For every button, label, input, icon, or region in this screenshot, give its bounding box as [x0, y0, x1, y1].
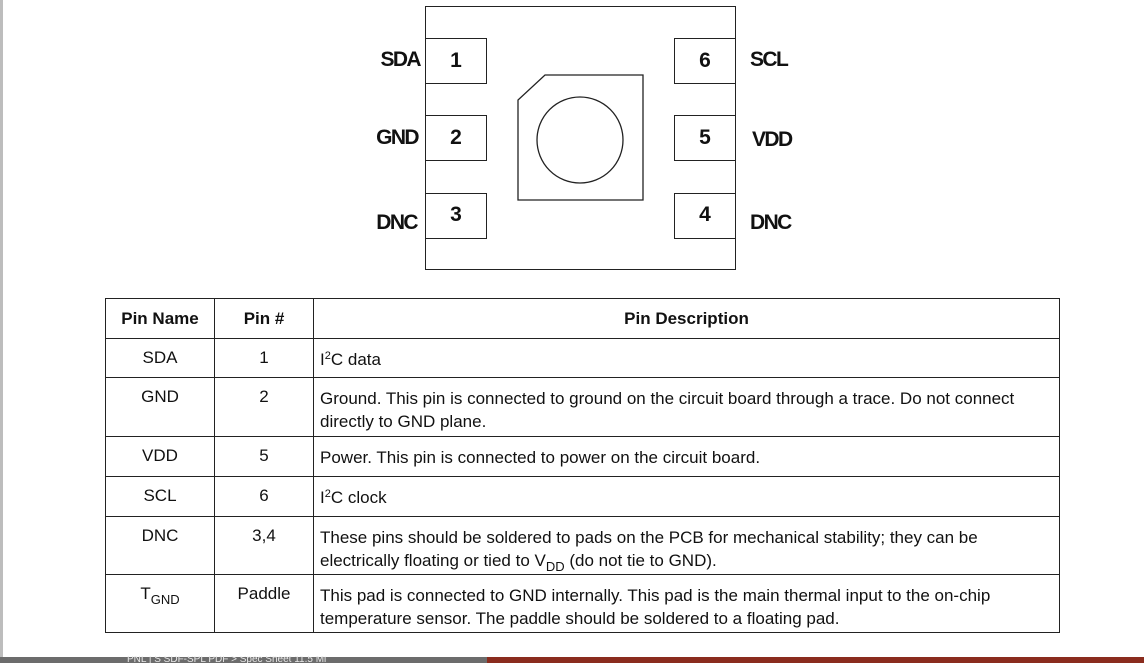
header-pin-number: Pin # — [214, 298, 314, 339]
pin-number-cell: 3,4 — [214, 516, 314, 575]
pin-number-cell: 1 — [214, 338, 314, 378]
pin-label-dnc-right: DNC — [750, 211, 792, 234]
thermal-paddle-sensor-icon — [517, 74, 644, 201]
table-row: SDA 1 I2C data — [105, 338, 1060, 378]
pin-description-cell: Power. This pin is connected to power on… — [313, 436, 1060, 477]
pin-number-cell: 5 — [214, 436, 314, 477]
pin-description-cell: Ground. This pin is connected to ground … — [313, 377, 1060, 437]
pin-label-dnc-left: DNC — [376, 211, 418, 234]
table-row: TGND Paddle This pad is connected to GND… — [105, 574, 1060, 633]
table-row: SCL 6 I2C clock — [105, 476, 1060, 517]
pin-pad-2: 2 — [425, 115, 487, 161]
bottom-bar-accent — [487, 657, 1144, 663]
pin-label-gnd: GND — [376, 126, 419, 149]
pin-name-cell: DNC — [105, 516, 215, 575]
pin-name-cell: SCL — [105, 476, 215, 517]
header-pin-name: Pin Name — [105, 298, 215, 339]
pin-name-cell: GND — [105, 377, 215, 437]
pin-description-cell: These pins should be soldered to pads on… — [313, 516, 1060, 575]
pin-label-vdd: VDD — [752, 128, 793, 151]
pin-number-cell: Paddle — [214, 574, 314, 633]
bottom-bar-text: PNL | S SDF-SPL PDF > Spec Sheet 11.5 Mi — [127, 656, 327, 663]
pin-description-cell: I2C data — [313, 338, 1060, 378]
table-header-row: Pin Name Pin # Pin Description — [105, 298, 1060, 339]
pin-number-cell: 2 — [214, 377, 314, 437]
table-row: VDD 5 Power. This pin is connected to po… — [105, 436, 1060, 477]
viewer-left-border — [0, 0, 3, 663]
pin-pad-3: 3 — [425, 193, 487, 239]
header-pin-description: Pin Description — [313, 298, 1060, 339]
pin-pad-4: 4 — [674, 193, 736, 239]
pin-name-cell: SDA — [105, 338, 215, 378]
pin-description-cell: I2C clock — [313, 476, 1060, 517]
pin-pad-1: 1 — [425, 38, 487, 84]
pin-number-cell: 6 — [214, 476, 314, 517]
pin-label-sda: SDA — [380, 48, 421, 71]
pin-name-cell: TGND — [105, 574, 215, 633]
pin-description-cell: This pad is connected to GND internally.… — [313, 574, 1060, 633]
pin-name-cell: VDD — [105, 436, 215, 477]
table-row: DNC 3,4 These pins should be soldered to… — [105, 516, 1060, 575]
pin-pad-5: 5 — [674, 115, 736, 161]
table-row: GND 2 Ground. This pin is connected to g… — [105, 377, 1060, 437]
pin-description-table: Pin Name Pin # Pin Description SDA 1 I2C… — [105, 298, 1060, 633]
pin-label-scl: SCL — [750, 48, 789, 71]
pin-pad-6: 6 — [674, 38, 736, 84]
